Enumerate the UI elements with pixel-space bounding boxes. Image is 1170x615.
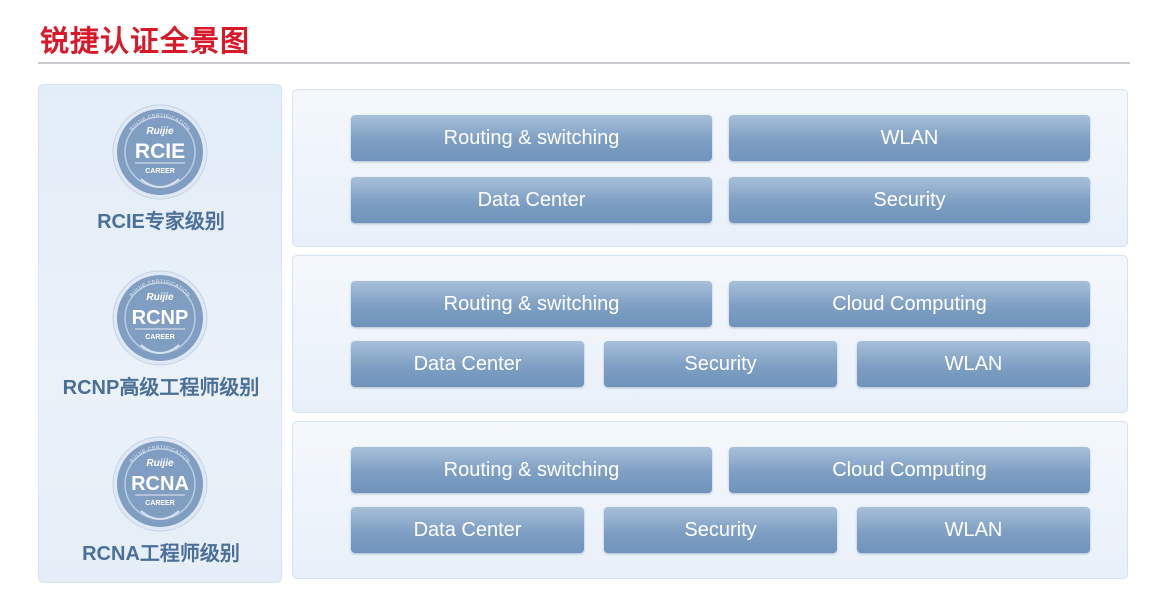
badge-sub: CAREER [145,334,175,341]
levels-panel: RUIJIE CERTIFICATION Ruijie RCIE CAREER … [38,84,282,583]
level-label-rcna: RCNA工程师级别 [82,543,240,565]
level-label-rcnp: RCNP高级工程师级别 [62,377,260,399]
track-tile[interactable]: Security [729,177,1090,223]
badge-brand: Ruijie [146,458,174,469]
badge-sub: CAREER [145,500,175,507]
rcnp-badge-icon: RUIJIE CERTIFICATION Ruijie RCNP CAREER [112,270,208,366]
track-tile[interactable]: Routing & switching [351,281,712,327]
badge-code: RCNA [131,473,189,495]
tier-rcna: Routing & switching Cloud Computing Data… [292,421,1128,579]
page-title: 锐捷认证全景图 [40,26,251,58]
badge-code: RCNP [132,307,189,329]
track-tile[interactable]: Security [604,341,837,387]
badge-sub: CAREER [145,168,175,175]
track-tile[interactable]: Routing & switching [351,447,712,493]
level-label-rcie: RCIE专家级别 [97,211,225,233]
track-tile[interactable]: WLAN [729,115,1090,161]
rcie-badge-icon: RUIJIE CERTIFICATION Ruijie RCIE CAREER [112,104,208,200]
track-tile[interactable]: Cloud Computing [729,281,1090,327]
track-tile[interactable]: Data Center [351,341,584,387]
tier-rcie: Routing & switching WLAN Data Center Sec… [292,89,1128,247]
track-tile[interactable]: Data Center [351,507,584,553]
badge-code: RCIE [135,140,185,163]
track-tile[interactable]: Data Center [351,177,712,223]
tier-rcnp: Routing & switching Cloud Computing Data… [292,255,1128,413]
badge-brand: Ruijie [146,126,174,137]
track-tile[interactable]: WLAN [857,341,1090,387]
title-divider [38,62,1130,64]
track-tile[interactable]: Security [604,507,837,553]
track-tile[interactable]: Routing & switching [351,115,712,161]
track-tile[interactable]: Cloud Computing [729,447,1090,493]
badge-brand: Ruijie [146,292,174,303]
track-tile[interactable]: WLAN [857,507,1090,553]
rcna-badge-icon: RUIJIE CERTIFICATION Ruijie RCNA CAREER [112,436,208,532]
